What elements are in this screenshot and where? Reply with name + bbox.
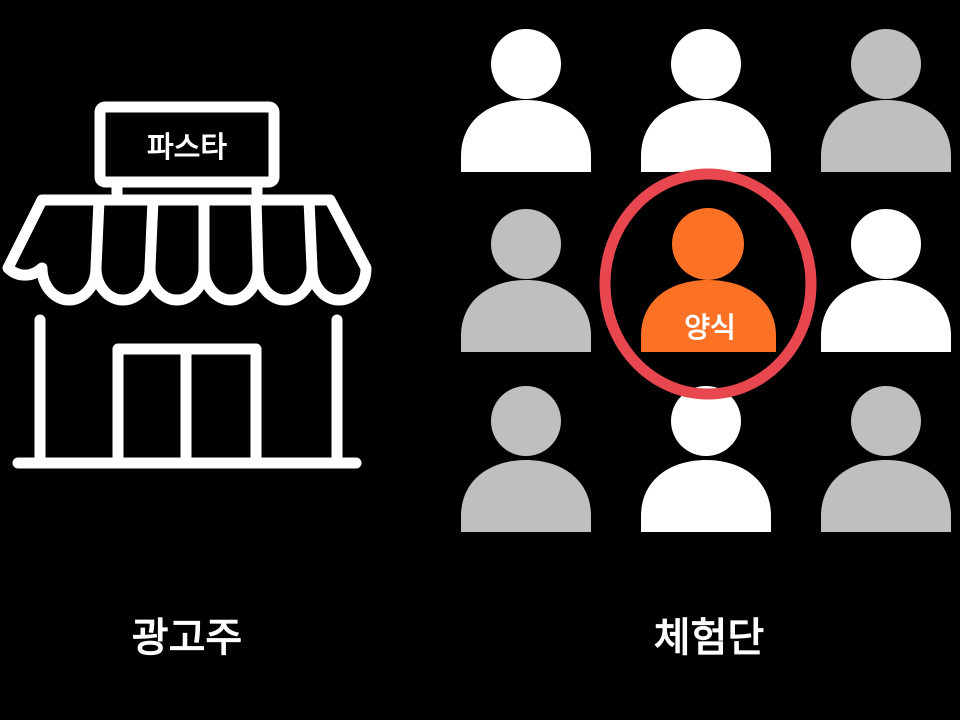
awning-stripe <box>250 194 264 274</box>
highlight-ring <box>599 168 817 400</box>
person-icon <box>461 209 591 352</box>
advertiser-caption: 광고주 <box>131 615 243 661</box>
awning-stripe <box>144 194 159 274</box>
person-icon <box>821 209 951 352</box>
reviewers-caption: 체험단 <box>653 615 765 661</box>
person-icon <box>821 29 951 172</box>
awning-stripe <box>90 194 105 274</box>
store-icon <box>2 101 372 469</box>
store-sign-text: 파스타 <box>147 130 227 164</box>
highlight-label: 양식 <box>684 311 736 344</box>
person-icon <box>461 29 591 172</box>
store-sign-board <box>94 101 280 188</box>
awning-stripe <box>303 194 318 274</box>
highlighted-person-icon <box>641 208 776 352</box>
person-icon <box>641 386 771 532</box>
person-icon <box>461 386 591 532</box>
person-icon <box>821 386 951 532</box>
reviewer-grid <box>461 29 951 532</box>
person-icon <box>641 29 771 172</box>
